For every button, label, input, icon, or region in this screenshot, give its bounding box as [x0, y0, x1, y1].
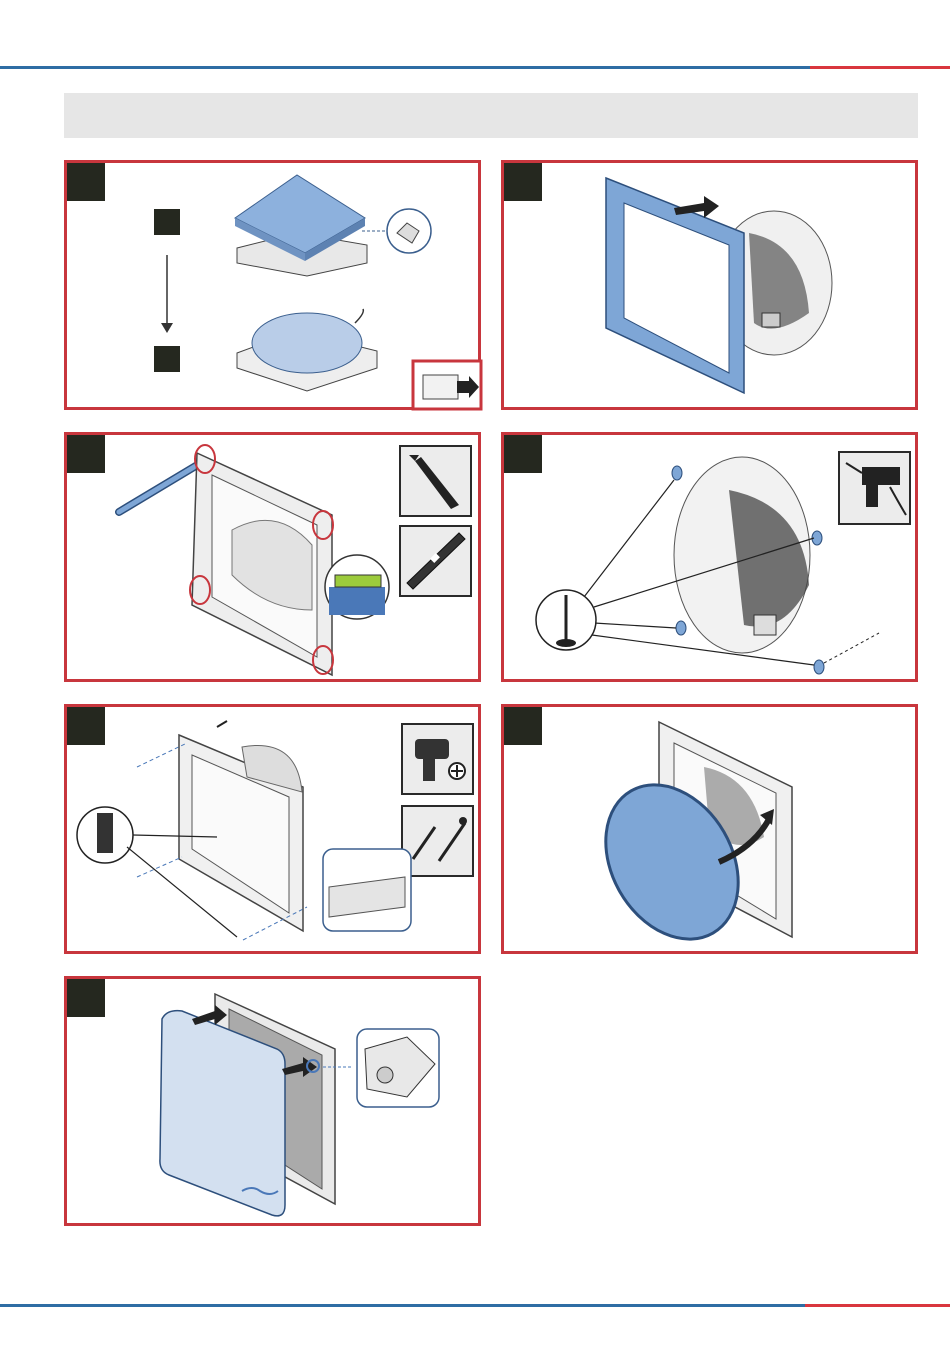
frame-separation-illustration: [504, 163, 921, 413]
step-panel-1: [64, 160, 481, 410]
step-panel-6: [501, 704, 918, 954]
step-panel-7: [64, 976, 481, 1226]
step-panel-5: [64, 704, 481, 954]
panel-mounting-illustration: [504, 707, 921, 957]
screw-fixing-illustration: [67, 707, 484, 957]
top-rule: [0, 66, 950, 69]
section-header: [64, 93, 918, 138]
cover-attach-illustration: [67, 979, 484, 1229]
step-panel-3: [64, 432, 481, 682]
bottom-rule: [0, 1304, 950, 1307]
step-panel-2: [501, 160, 918, 410]
cover-removal-illustration: [67, 163, 484, 413]
drilling-holes-illustration: [504, 435, 921, 685]
frame-marking-illustration: [67, 435, 484, 685]
step-panel-4: [501, 432, 918, 682]
